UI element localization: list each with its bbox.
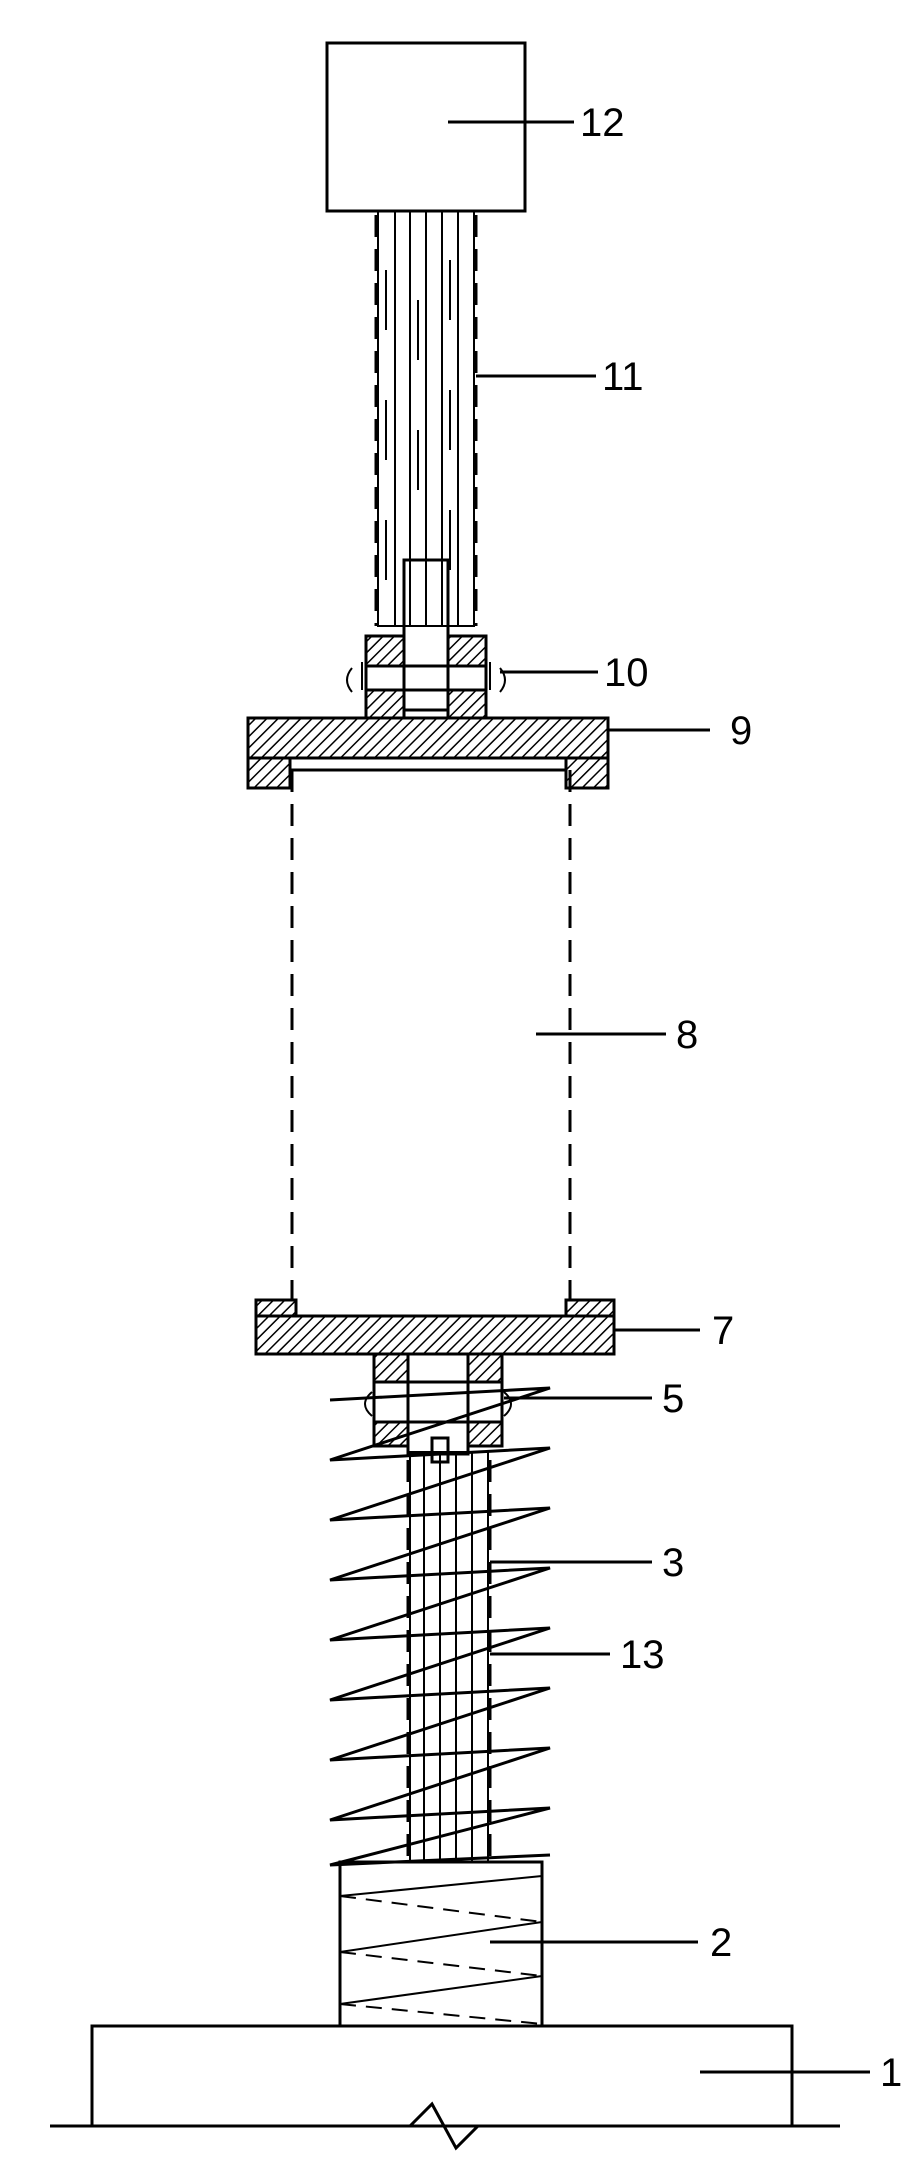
component-8-cylinder <box>290 770 570 1300</box>
label-9: 9 <box>730 709 752 753</box>
component-1-base <box>50 2026 840 2148</box>
label-1: 1 <box>880 2051 902 2095</box>
label-2: 2 <box>710 1921 732 1965</box>
label-5: 5 <box>662 1377 684 1421</box>
label-11: 11 <box>602 355 644 399</box>
label-3: 3 <box>662 1541 684 1585</box>
component-7-plate <box>256 1300 614 1354</box>
label-13: 13 <box>620 1633 665 1677</box>
component-2-sleeve <box>340 1862 542 2026</box>
label-8: 8 <box>676 1013 698 1057</box>
component-12-box <box>327 43 525 211</box>
label-7: 7 <box>712 1309 734 1353</box>
component-13-column <box>408 1438 490 1862</box>
leader-lines <box>448 122 870 2072</box>
component-10-coupling <box>347 636 505 718</box>
label-10: 10 <box>604 651 649 695</box>
label-12: 12 <box>580 101 625 145</box>
component-9-plate <box>248 718 608 788</box>
